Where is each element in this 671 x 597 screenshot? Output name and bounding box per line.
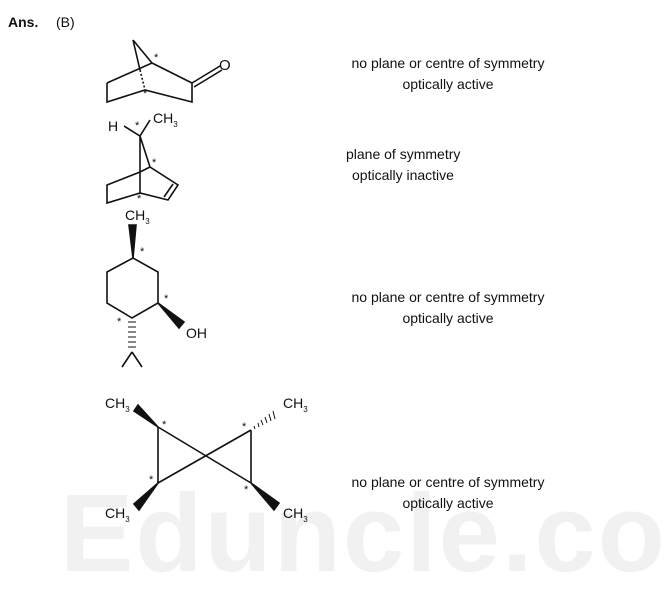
stereocentre-mark: *: [137, 193, 142, 205]
watermark: Eduncle.com: [60, 472, 671, 595]
stereocentre-mark: *: [242, 421, 247, 433]
structure-3: [106, 224, 186, 368]
stereocentre-mark: *: [162, 419, 167, 431]
atom-label-ch3: CH3: [125, 207, 150, 226]
stereocentre-mark: *: [143, 88, 148, 100]
atom-label-h: H: [108, 118, 119, 134]
atom-label-ch3: CH3: [105, 505, 130, 524]
stereocentre-mark: *: [149, 474, 154, 486]
stereocentre-mark: *: [244, 484, 249, 496]
stereocentre-mark: *: [154, 52, 159, 64]
atom-label-ch3: CH3: [153, 110, 178, 129]
atom-label-o: O: [219, 57, 231, 74]
atom-label-ch3: CH3: [283, 395, 308, 414]
answer-option: (B): [56, 14, 75, 30]
atom-label-ch3: CH3: [283, 505, 308, 524]
structure-2: [106, 119, 180, 205]
stereocentre-mark: *: [135, 120, 140, 132]
atom-label-oh: OH: [186, 325, 207, 341]
stereocentre-mark: *: [164, 293, 169, 305]
stereocentre-mark: *: [117, 316, 122, 328]
structure-4: [132, 403, 281, 512]
stereocentre-mark: *: [140, 246, 145, 258]
atom-label-ch3: CH3: [105, 395, 130, 414]
answer-label: Ans.: [8, 14, 39, 30]
stereocentre-mark: *: [152, 157, 157, 169]
structure-1: [106, 39, 223, 104]
